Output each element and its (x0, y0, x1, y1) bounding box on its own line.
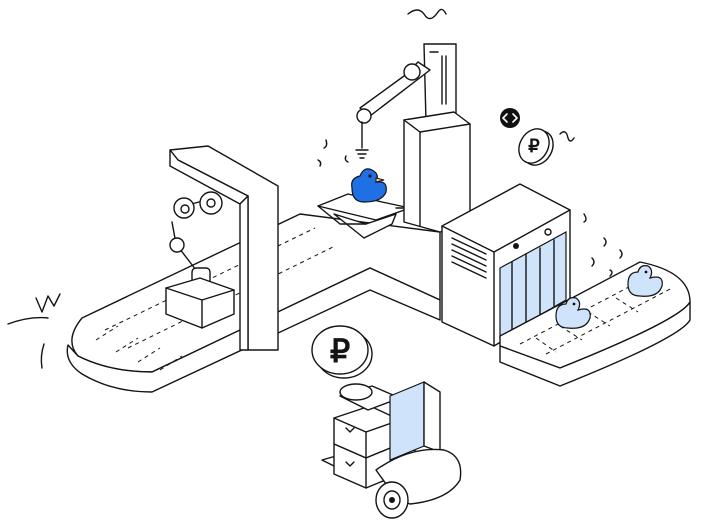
duck-on-belt-2 (627, 265, 663, 297)
coin-center: ₽ (311, 325, 373, 379)
oven-machine (441, 183, 571, 347)
right-sparkle-marks (583, 213, 623, 277)
blue-rubber-duck (351, 168, 387, 203)
left-gate-frame (169, 145, 279, 351)
squiggle-top (407, 8, 447, 20)
center-robot-arm (355, 43, 457, 159)
coin-symbol-top-right: ₽ (528, 136, 540, 156)
code-brackets-icon (502, 113, 518, 123)
hand-truck-cart (321, 381, 462, 519)
center-tower (403, 111, 471, 233)
open-box-left (165, 277, 235, 329)
center-open-box (317, 193, 411, 239)
coin-symbol-center: ₽ (330, 333, 350, 369)
coin-top-right: ₽ (518, 128, 575, 166)
burst-marks-left (7, 293, 61, 369)
code-badge-button[interactable] (500, 108, 520, 128)
center-sparkle-marks (317, 139, 349, 167)
duck-on-belt-1 (555, 297, 591, 329)
